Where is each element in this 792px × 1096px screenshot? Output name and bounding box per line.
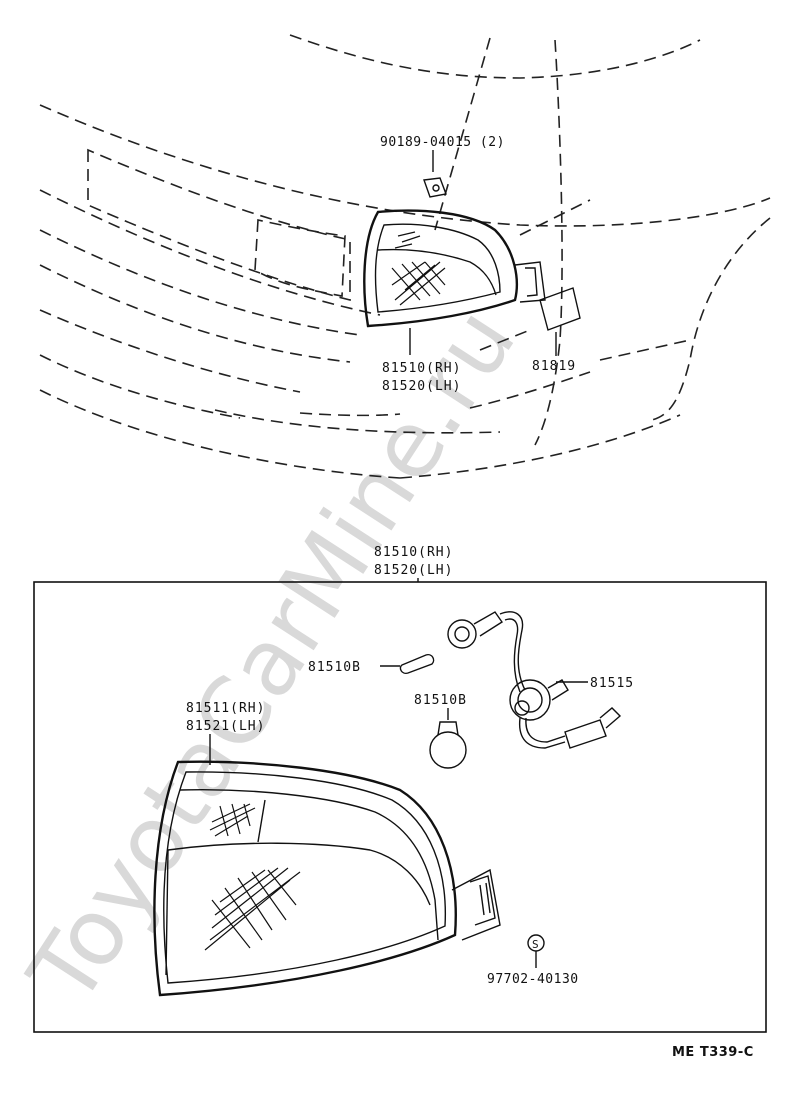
screw-symbol: S: [532, 938, 539, 951]
screw-97702: S: [527, 934, 545, 968]
lens-part-number-rh: 81511(RH): [186, 701, 265, 716]
lamp-lens-assembly: [153, 760, 501, 997]
assembly-part-number-rh: 81510(RH): [374, 545, 453, 560]
figure-code: ME T339-C: [672, 1045, 754, 1060]
socket-wire-81515: [447, 611, 622, 749]
socket-part-number: 81515: [590, 676, 634, 691]
plate-81819: [539, 287, 581, 356]
clip-90189: [423, 150, 447, 198]
clip-part-number: 90189-04015 (2): [380, 135, 505, 150]
round-bulb-part-number: 81510B: [414, 693, 467, 708]
assembly-part-number-lh: 81520(LH): [374, 563, 453, 578]
corner-lamp-overview: [363, 209, 546, 355]
round-bulb: [429, 708, 467, 769]
small-bulb-part-number: 81510B: [308, 660, 361, 675]
plate-part-number: 81819: [532, 359, 576, 374]
screw-part-number: 97702-40130: [487, 972, 579, 987]
watermark: ToyotaCarMine.ru: [8, 290, 536, 1023]
lens-part-number-lh: 81521(LH): [186, 719, 265, 734]
lamp-part-number-rh: 81510(RH): [382, 361, 461, 376]
detail-frame: [33, 581, 767, 1033]
lamp-part-number-lh: 81520(LH): [382, 379, 461, 394]
vehicle-body-outline: [39, 34, 771, 479]
small-bulb: [380, 653, 435, 675]
